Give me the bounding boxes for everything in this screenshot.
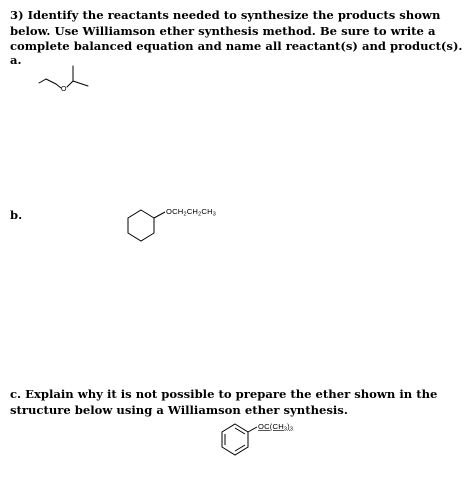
formula-c-pre: OC(CH xyxy=(258,422,284,431)
benzene-ring xyxy=(221,423,249,456)
formula-c-sub2: 3 xyxy=(289,426,294,433)
formula-b-mid2: CH xyxy=(201,207,213,216)
bond-a2 xyxy=(45,78,57,85)
structure-b-ring xyxy=(127,209,166,242)
oxygen-atom-label: O xyxy=(61,86,67,93)
bond-a1 xyxy=(38,78,47,84)
bond-b-substituent xyxy=(153,211,166,219)
structure-c-ring xyxy=(221,423,258,456)
formula-c-sub1: 3 xyxy=(283,426,288,433)
bond-a6 xyxy=(72,80,89,87)
part-c-substituent-formula: OC(CH3)3 xyxy=(258,422,293,433)
benzene-double-bond-1 xyxy=(234,427,246,435)
question-prompt: 3) Identify the reactants needed to synt… xyxy=(10,8,463,53)
bond-a3 xyxy=(55,83,62,89)
part-a-label: a. xyxy=(10,53,22,67)
formula-b-mid1: CH xyxy=(186,207,199,216)
cyclohexane-ring xyxy=(127,209,155,242)
benzene-double-bond-2 xyxy=(234,444,246,452)
bond-c-substituent xyxy=(247,426,258,433)
part-b-substituent-formula: OCH2CH2CH3 xyxy=(166,207,216,218)
formula-b-sub2: 2 xyxy=(198,211,202,218)
part-c-prompt: c. Explain why it is not possible to pre… xyxy=(10,387,438,417)
structure-a xyxy=(38,65,89,89)
formula-b-sub1: 2 xyxy=(183,211,187,218)
bond-a4 xyxy=(66,80,74,88)
formula-b-pre: OCH xyxy=(166,207,184,216)
formula-b-sub3: 3 xyxy=(212,211,217,218)
formula-c-mid1: ) xyxy=(287,422,290,431)
part-b-label: b. xyxy=(10,208,23,222)
